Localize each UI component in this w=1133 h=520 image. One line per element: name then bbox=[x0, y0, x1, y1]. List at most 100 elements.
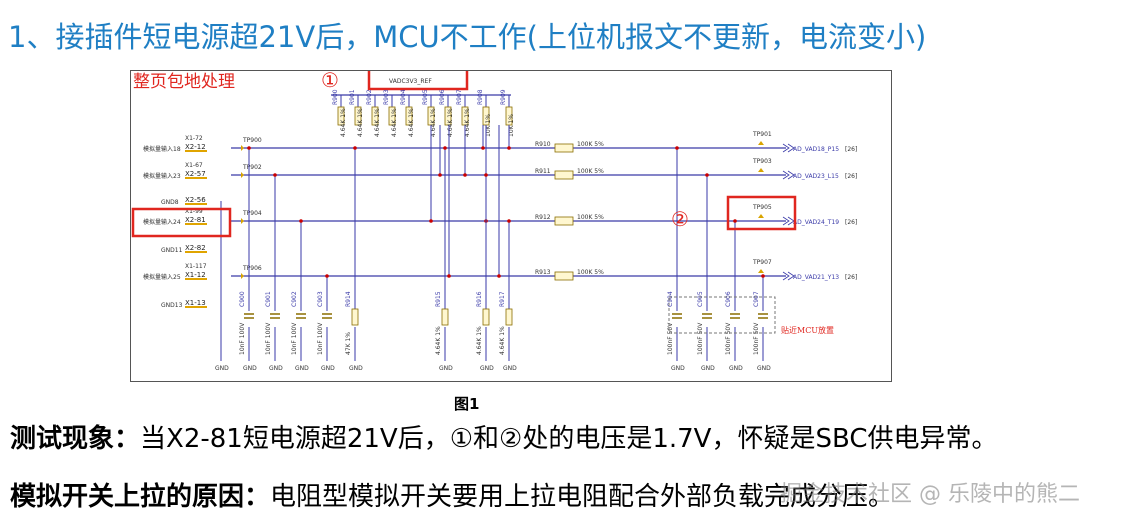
pullup-resistor bbox=[354, 106, 362, 126]
gnd-label: GND bbox=[215, 365, 229, 372]
junction-dot bbox=[481, 146, 485, 150]
marker-1-box bbox=[367, 71, 469, 91]
bottom-part-ref: C905 bbox=[697, 291, 704, 307]
pullup-value: 4.64K 1% bbox=[340, 108, 347, 137]
rail-tp: TP904 bbox=[242, 210, 262, 217]
observation-label: 测试现象： bbox=[10, 424, 141, 454]
junction-dot bbox=[484, 173, 488, 177]
bottom-resistor bbox=[505, 308, 513, 326]
gnd-pin: X2-56 bbox=[185, 196, 206, 204]
junction-dot bbox=[438, 173, 442, 177]
pullup-value: 4.64K 1% bbox=[357, 108, 364, 137]
rail-pin: X2-81 bbox=[185, 216, 206, 224]
rail-tp-right-marker bbox=[758, 141, 764, 145]
marker-1: ① bbox=[321, 71, 339, 92]
rail-input-label: 模拟量输入18 bbox=[143, 145, 181, 153]
bottom-part-value: 100nF 50V bbox=[667, 322, 674, 355]
rail-tp-right: TP903 bbox=[752, 158, 772, 165]
bottom-part-ref: C904 bbox=[667, 291, 674, 307]
pullup-value: 4.64K 1% bbox=[447, 108, 454, 137]
gnd-label: GND bbox=[321, 365, 335, 372]
rail-resistor bbox=[554, 271, 574, 281]
bottom-resistor bbox=[441, 308, 449, 326]
junction-dot bbox=[463, 173, 467, 177]
junction-dot bbox=[761, 274, 765, 278]
rail-resistor bbox=[554, 143, 574, 153]
marker-2: ② bbox=[671, 207, 689, 231]
rail-input-label: 模拟量输入23 bbox=[143, 172, 181, 180]
gnd-pin: X2-82 bbox=[185, 244, 206, 252]
gnd-pin-label: GND13 bbox=[161, 302, 183, 309]
pullup-ref: R904 bbox=[400, 89, 407, 105]
gnd-label: GND bbox=[671, 365, 685, 372]
rail-sub-pin: X1-99 bbox=[185, 208, 203, 215]
pullup-value: 4.64K 1% bbox=[464, 108, 471, 137]
gnd-label: GND bbox=[701, 365, 715, 372]
rail-res-ref: R910 bbox=[535, 141, 551, 148]
pullup-ref: R906 bbox=[439, 89, 446, 105]
rail-tp-right-marker bbox=[758, 214, 764, 218]
gnd-label: GND bbox=[439, 365, 453, 372]
junction-dot bbox=[353, 146, 357, 150]
page-title: 1、接插件短电源超21V后，MCU不工作(上位机报文不更新，电流变小) bbox=[8, 20, 927, 54]
junction-dot bbox=[325, 274, 329, 278]
pullup-resistor bbox=[371, 106, 379, 126]
rail-tp-marker bbox=[241, 273, 244, 279]
marker-2-box bbox=[726, 195, 797, 231]
gnd-pin: X1-13 bbox=[185, 299, 206, 307]
bottom-part-ref: C907 bbox=[753, 291, 760, 307]
pullup-ref: R909 bbox=[500, 89, 507, 105]
rail-tp-marker bbox=[241, 172, 244, 178]
pullup-ref: R900 bbox=[332, 89, 339, 105]
figure-caption: 图1 bbox=[454, 395, 480, 413]
gnd-label: GND bbox=[757, 365, 771, 372]
pullup-value: 4.64K 1% bbox=[374, 108, 381, 137]
rail-tp: TP906 bbox=[242, 265, 262, 272]
junction-dot bbox=[705, 173, 709, 177]
rail-tp-right-marker bbox=[758, 168, 764, 172]
pullup-value: 10K 1% bbox=[508, 114, 515, 137]
bottom-part-value: 100nF 50V bbox=[725, 322, 732, 355]
rail-net-ref: [26] bbox=[845, 146, 857, 153]
junction-dot bbox=[507, 219, 511, 223]
junction-dot bbox=[497, 274, 501, 278]
rail-tp-right: TP901 bbox=[752, 131, 772, 138]
bottom-part-value: 4.64K 1% bbox=[499, 326, 506, 355]
pullup-resistor bbox=[444, 106, 452, 126]
rail-tp-marker bbox=[241, 145, 244, 151]
reason-text: 电阻型模拟开关要用上拉电阻配合外部负载完成分压。 bbox=[270, 482, 895, 512]
rail-res-ref: R913 bbox=[535, 269, 551, 276]
gnd-pin-label: GND8 bbox=[161, 199, 179, 206]
pullup-value: 10K 1% bbox=[485, 114, 492, 137]
gnd-label: GND bbox=[349, 365, 363, 372]
rail-sub-pin: X1-67 bbox=[185, 162, 203, 169]
pullup-ref: R901 bbox=[349, 89, 356, 105]
junction-dot bbox=[507, 146, 511, 150]
rail-resistor bbox=[554, 170, 574, 180]
rail-arrow bbox=[782, 170, 795, 180]
rail-net-ref: [26] bbox=[845, 274, 857, 281]
gnd-label: GND bbox=[480, 365, 494, 372]
pullup-value: 4.64K 1% bbox=[430, 108, 437, 137]
bottom-part-value: 47K 1% bbox=[345, 332, 352, 355]
observation-paragraph: 测试现象：当X2-81短电源超21V后，①和②处的电压是1.7V，怀疑是SBC供… bbox=[10, 418, 998, 455]
rail-res-ref: R912 bbox=[535, 214, 551, 221]
rail-arrow bbox=[782, 143, 795, 153]
junction-dot bbox=[429, 219, 433, 223]
rail-net-label: AD_VAD24_T19 bbox=[793, 219, 839, 226]
gnd-label: GND bbox=[729, 365, 743, 372]
rail-tp-marker bbox=[241, 218, 244, 224]
rail-net-ref: [26] bbox=[845, 173, 857, 180]
rail-net-label: AD_VAD18_P15 bbox=[793, 146, 839, 153]
pullup-ref: R902 bbox=[366, 89, 373, 105]
junction-dot bbox=[675, 146, 679, 150]
pullup-value: 4.64K 1% bbox=[391, 108, 398, 137]
rail-net-label: AD_VAD23_L15 bbox=[793, 173, 839, 180]
gnd-label: GND bbox=[243, 365, 257, 372]
near-mcu-group-box bbox=[668, 296, 776, 334]
top-net-label: VADC3V3_REF bbox=[389, 78, 432, 85]
rail-net-label: AD_VAD21_Y13 bbox=[793, 274, 839, 281]
gnd-label: GND bbox=[269, 365, 283, 372]
